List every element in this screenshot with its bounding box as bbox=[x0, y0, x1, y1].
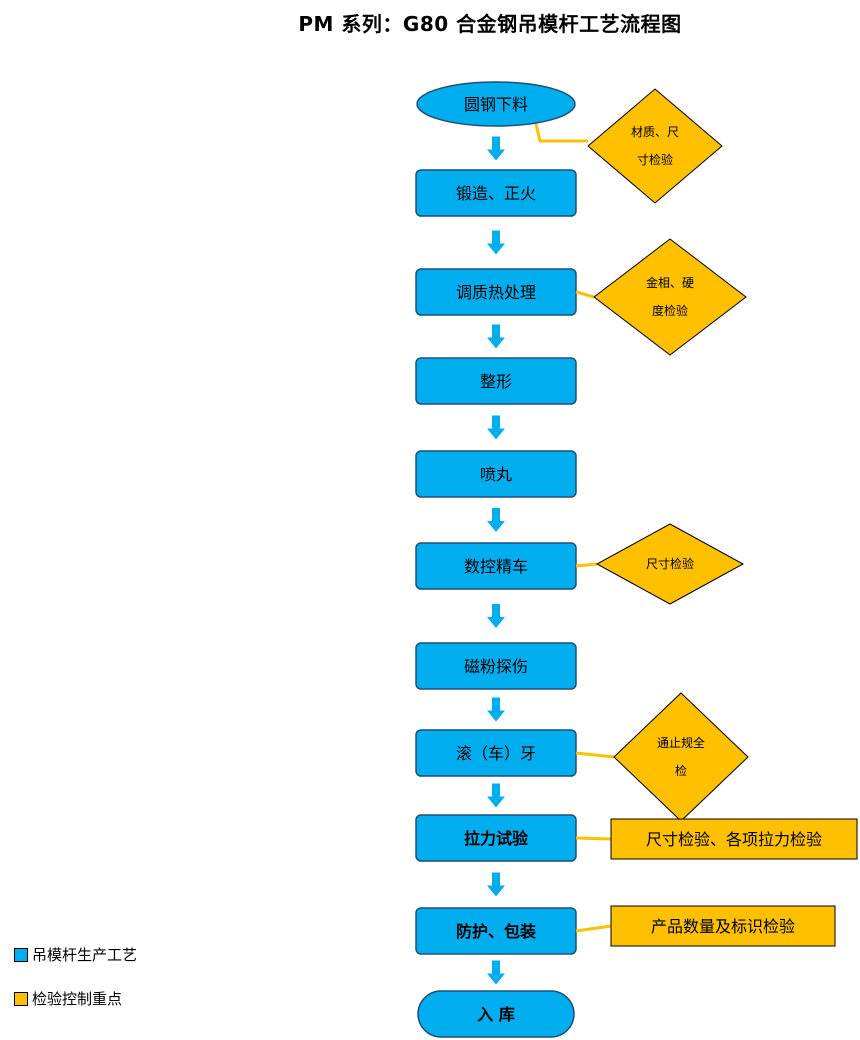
inspection-label-1: 寸检验 bbox=[637, 152, 673, 167]
step-3-label: 调质热处理 bbox=[456, 283, 536, 302]
inspection-label-4: 通止规全 bbox=[657, 735, 705, 750]
inspection-label-2: 金相、硬 bbox=[646, 275, 694, 290]
inspection-diamond-1 bbox=[587, 88, 723, 204]
arrow-shaft bbox=[492, 230, 500, 245]
inspection-connector bbox=[575, 924, 612, 933]
arrow-shaft bbox=[492, 415, 500, 430]
diagram-title: PM 系列：G80 合金钢吊模杆工艺流程图 bbox=[298, 12, 682, 36]
inspection-connector bbox=[575, 836, 612, 841]
arrow-head bbox=[487, 149, 505, 161]
inspection-connector bbox=[534, 123, 588, 143]
arrow-head bbox=[487, 973, 505, 985]
legend-item-inspection: 检验控制重点 bbox=[14, 988, 122, 1009]
step-6-label: 数控精车 bbox=[464, 557, 528, 576]
arrow-shaft bbox=[492, 604, 500, 618]
step-4-shape bbox=[415, 357, 577, 405]
arrow-head bbox=[487, 885, 505, 897]
inspection-connector bbox=[575, 562, 598, 568]
inspection-diamond-3 bbox=[595, 523, 745, 605]
inspection-connector bbox=[575, 751, 615, 759]
arrow-head bbox=[487, 243, 505, 255]
arrow-shaft bbox=[492, 697, 500, 712]
arrow-head bbox=[487, 428, 505, 440]
inspection-diamond-4 bbox=[613, 692, 749, 822]
step-2-label: 锻造、正火 bbox=[456, 184, 536, 203]
arrow-head bbox=[487, 617, 505, 628]
step-2-shape bbox=[415, 169, 577, 217]
arrow-shaft bbox=[492, 508, 500, 522]
inspection-label-6: 产品数量及标识检验 bbox=[651, 917, 795, 936]
inspection-label-4: 检 bbox=[675, 763, 687, 778]
step-7-shape bbox=[415, 642, 577, 690]
inspection-label-3: 尺寸检验 bbox=[646, 556, 694, 571]
step-10-label: 防护、包装 bbox=[456, 922, 536, 941]
legend-item-process: 吊模杆生产工艺 bbox=[14, 944, 137, 965]
step-11-label: 入 库 bbox=[477, 1005, 515, 1024]
inspection-connector bbox=[575, 290, 595, 299]
legend-swatch-process bbox=[14, 947, 28, 962]
arrow-shaft bbox=[492, 136, 500, 151]
step-9-label: 拉力试验 bbox=[464, 829, 529, 848]
arrow-head bbox=[487, 521, 505, 532]
step-1-label: 圆钢下料 bbox=[464, 95, 528, 114]
step-8-label: 滚（车）牙 bbox=[456, 744, 536, 763]
inspection-box-5 bbox=[610, 818, 858, 860]
inspection-label-5: 尺寸检验、各项拉力检验 bbox=[646, 830, 822, 849]
arrow-shaft bbox=[492, 960, 500, 975]
legend-swatch-inspection bbox=[14, 991, 28, 1006]
inspection-label-2: 度检验 bbox=[652, 303, 688, 318]
arrow-head bbox=[487, 796, 505, 808]
inspection-diamond-2 bbox=[593, 238, 747, 356]
step-5-label: 喷丸 bbox=[480, 465, 512, 484]
step-1-shape bbox=[416, 81, 576, 127]
arrow-head bbox=[487, 337, 505, 349]
legend-label-process: 吊模杆生产工艺 bbox=[32, 946, 138, 964]
step-7-label: 磁粉探伤 bbox=[464, 657, 528, 676]
step-11-shape bbox=[417, 990, 575, 1038]
step-4-label: 整形 bbox=[480, 372, 512, 391]
arrow-shaft bbox=[492, 324, 500, 339]
inspection-box-6 bbox=[610, 905, 836, 947]
step-5-shape bbox=[415, 450, 577, 498]
legend-label-inspection: 检验控制重点 bbox=[32, 990, 123, 1008]
arrow-shaft bbox=[492, 783, 500, 798]
inspection-label-1: 材质、尺 bbox=[631, 125, 679, 139]
arrow-head bbox=[487, 710, 505, 722]
arrow-shaft bbox=[492, 872, 500, 887]
